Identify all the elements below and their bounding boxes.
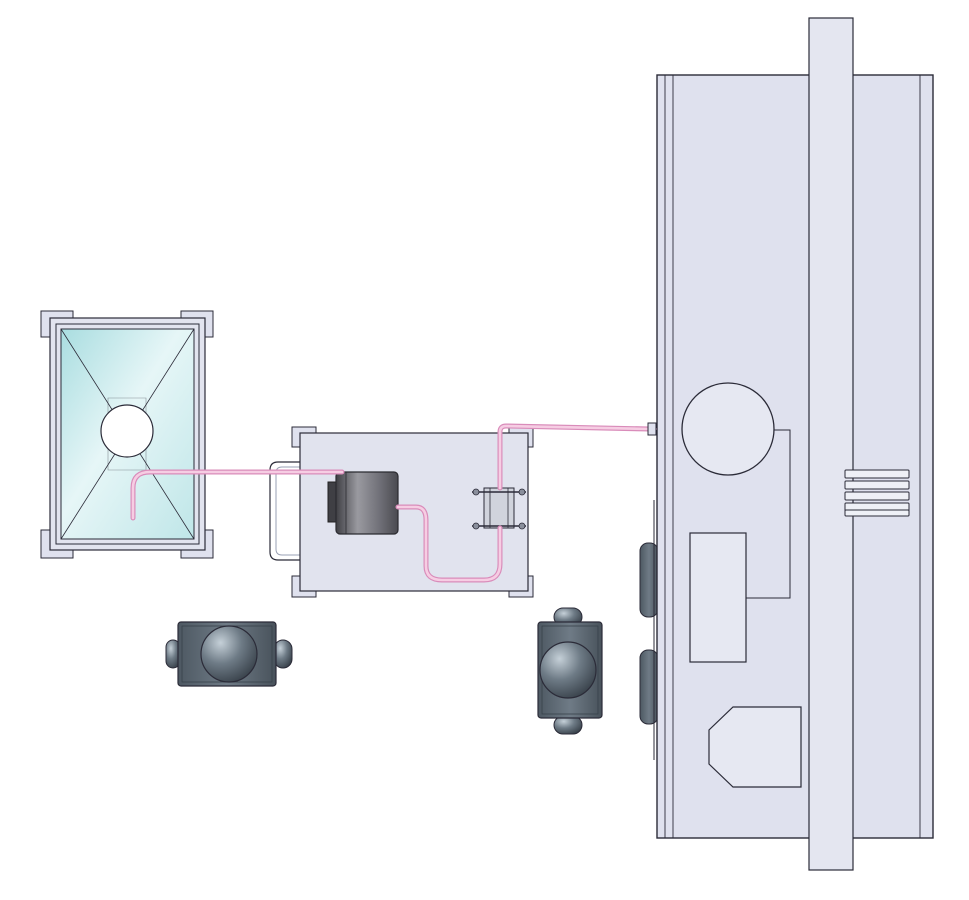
filter-bolt-head: [472, 488, 480, 496]
tank-frame-inner: [55, 323, 200, 545]
caster-wheel-dome: [200, 625, 258, 683]
cabinet-side-knob: [639, 542, 659, 618]
filter-assembly: [472, 487, 526, 530]
tank-drain-circle: [100, 404, 154, 458]
filter-bolt-head: [518, 522, 526, 530]
caster-left: [165, 621, 293, 687]
cabinet-internal-bracket: [746, 429, 791, 599]
cabinet-control-box: [689, 532, 747, 663]
tubing: [130, 422, 682, 583]
filter-body: [483, 487, 515, 529]
caster-axle-cap: [553, 715, 583, 735]
cabinet-side-knob: [639, 649, 659, 725]
tube-filter-to-cabinet-core: [498, 424, 652, 490]
cabinet-vent: [844, 469, 910, 517]
main-cabinet: [639, 17, 934, 871]
pump-handle: [269, 461, 300, 561]
vent-slot: [844, 509, 910, 517]
pump-motor: [335, 471, 399, 535]
cabinet-mast: [808, 17, 854, 871]
caster-right: [537, 607, 603, 735]
vent-slot: [844, 469, 910, 479]
tube-tank-to-motor-core: [131, 470, 344, 520]
cabinet-inlet-fitting: [647, 422, 657, 436]
filter-bolt-head: [518, 488, 526, 496]
caster-wheel-dome: [539, 641, 597, 699]
tube-motor-to-filter-core: [396, 505, 502, 582]
vent-slot: [844, 480, 910, 490]
cabinet-round-chamber: [681, 382, 775, 476]
cabinet-bottom-panel: [708, 706, 802, 788]
filter-bolt-head: [472, 522, 480, 530]
reservoir-tank: [40, 310, 214, 559]
pump-handle-inner: [275, 466, 300, 556]
vent-slot: [844, 491, 910, 501]
caster-axle-cap: [273, 639, 293, 669]
pump-module: [269, 426, 534, 598]
